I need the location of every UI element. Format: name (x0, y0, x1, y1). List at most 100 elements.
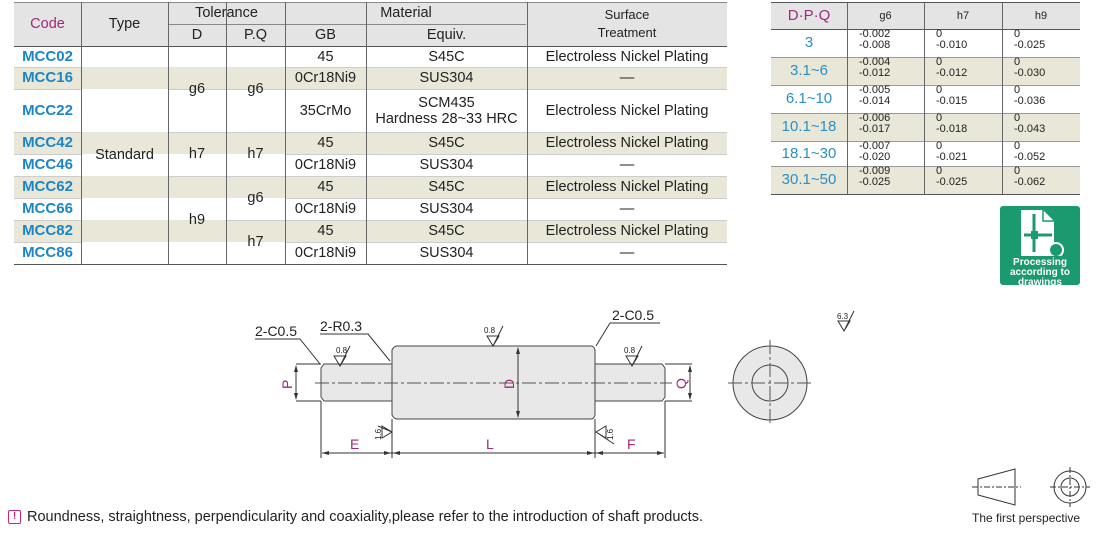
row-stripe (14, 132, 727, 154)
border (168, 89, 226, 90)
border (168, 24, 526, 25)
dim-d: D (501, 379, 517, 389)
drawing-document-icon (1021, 210, 1064, 258)
surface-treatment: Electroless Nickel Plating (545, 179, 709, 195)
tolerance-h9: 0-0.052 (1002, 141, 1080, 166)
tol-d-h7: h7 (188, 146, 206, 162)
header-surface: Surface (604, 7, 650, 22)
tolerance-h9: 0-0.036 (1002, 85, 1080, 113)
border (1002, 2, 1003, 194)
lower-deviation: -0.012 (859, 67, 891, 79)
tolerance-g6: -0.002-0.008 (847, 29, 924, 57)
border (14, 198, 81, 199)
dim-q: Q (673, 378, 689, 389)
border (924, 2, 925, 194)
lower-deviation: -0.020 (859, 151, 891, 163)
row-stripe (14, 176, 727, 198)
surface-treatment: Electroless Nickel Plating (545, 135, 709, 151)
type-standard: Standard (95, 147, 154, 163)
roughness-shoulder-right: 1.6 (606, 428, 615, 440)
border (285, 2, 286, 264)
border (168, 2, 169, 264)
tol-pq-g6-2: g6 (247, 190, 264, 206)
tol-d-g6: g6 (188, 81, 206, 97)
tolerance-h9: 0-0.030 (1002, 57, 1080, 85)
material-equiv: SUS304 (419, 201, 474, 217)
lower-deviation: -0.025 (859, 176, 891, 188)
border (285, 242, 727, 243)
upper-deviation: -0.009 (859, 165, 891, 177)
note: ! Roundness, straightness, perpendicular… (8, 509, 703, 525)
dim-p: P (279, 380, 295, 389)
processing-badge: Processing according to drawings (1000, 206, 1080, 288)
lower-deviation: -0.036 (1014, 95, 1046, 107)
badge-line-3: drawings (1018, 277, 1062, 288)
material-equiv: S45C (428, 179, 465, 195)
header-dpq: D·P·Q (787, 6, 831, 24)
material-gb: 45 (317, 135, 334, 151)
upper-deviation: -0.002 (859, 28, 891, 40)
tolerance-h9: 0-0.025 (1002, 29, 1080, 57)
product-code: MCC62 (22, 178, 73, 195)
tolerance-h7: 0-0.015 (924, 85, 1002, 113)
header-equiv: Equiv. (426, 27, 467, 43)
header-gb: GB (315, 27, 336, 43)
lower-deviation: -0.008 (859, 39, 891, 51)
size-range: 6.1~10 (785, 90, 833, 107)
material-equiv: S45C (428, 48, 465, 65)
surface-treatment: — (619, 70, 635, 86)
equiv-name: SCM435 (418, 94, 475, 111)
first-angle-projection-icon (972, 467, 1090, 507)
material-gb: 0Cr18Ni9 (294, 70, 357, 86)
product-code: MCC66 (22, 200, 73, 217)
roughness-left: 0.8 (336, 346, 348, 355)
lower-deviation: -0.025 (1014, 39, 1046, 51)
badge-line-2: according to (1009, 267, 1070, 278)
border (168, 176, 226, 177)
row-stripe (14, 220, 727, 242)
row-stripe (14, 67, 727, 89)
lower-deviation: -0.014 (859, 95, 891, 107)
size-range: 30.1~50 (781, 171, 837, 188)
upper-deviation: 0 (936, 112, 943, 124)
header-code: Code (30, 16, 65, 32)
border (285, 67, 727, 68)
roughness-general: 6.3 (837, 312, 849, 321)
surface-treatment: — (619, 245, 635, 261)
row-stripe (771, 57, 1080, 85)
surface-treatment: Electroless Nickel Plating (545, 102, 709, 119)
chamfer-right-label: 2-C0.5 (612, 307, 654, 323)
roughness-right: 0.8 (624, 346, 636, 355)
border (847, 2, 848, 194)
upper-deviation: 0 (1014, 165, 1021, 177)
border (14, 2, 727, 3)
fillet-label: 2-R0.3 (320, 318, 362, 334)
upper-deviation: 0 (1014, 84, 1021, 96)
material-equiv: SUS304 (419, 157, 474, 173)
border (771, 85, 1080, 86)
border (771, 29, 1080, 30)
lower-deviation: -0.052 (1014, 151, 1046, 163)
border (771, 194, 1080, 195)
border (285, 176, 727, 177)
material-equiv: SUS304 (419, 245, 474, 261)
upper-deviation: 0 (1014, 112, 1021, 124)
border (771, 2, 1080, 3)
tolerance-h9: 0-0.062 (1002, 166, 1080, 194)
upper-deviation: -0.007 (859, 140, 891, 152)
tolerance-g6: -0.006-0.017 (847, 113, 924, 141)
border (14, 154, 81, 155)
roughness-center: 0.8 (484, 326, 496, 335)
tolerance-g6: -0.005-0.014 (847, 85, 924, 113)
material-gb: 45 (317, 48, 334, 65)
border (771, 113, 1080, 114)
tol-d-h9: h9 (188, 212, 206, 228)
upper-deviation: -0.005 (859, 84, 891, 96)
dim-e: E (350, 436, 359, 452)
lower-deviation: -0.015 (936, 95, 968, 107)
border (14, 89, 81, 90)
size-range: 18.1~30 (781, 144, 837, 162)
surface-treatment: — (619, 157, 635, 173)
product-code: MCC22 (22, 101, 73, 119)
